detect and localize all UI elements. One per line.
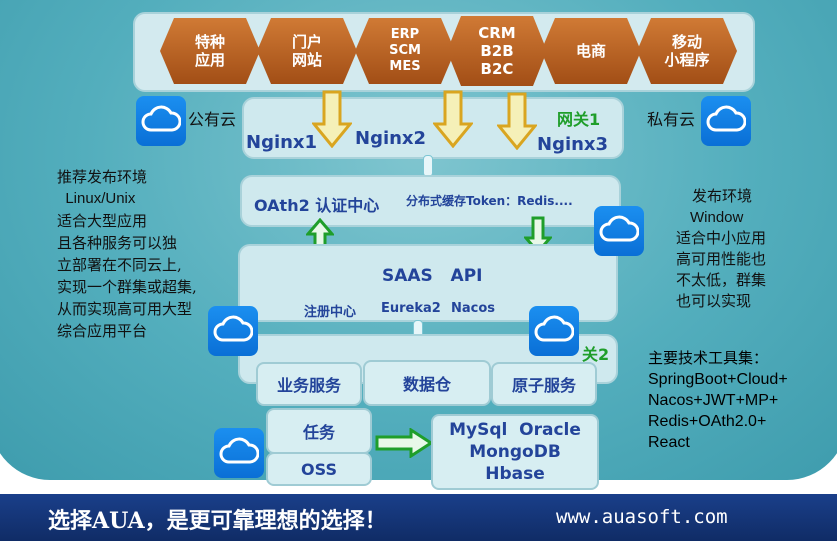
footer-slogan: 选择AUA，是更可靠理想的选择！ — [48, 508, 387, 534]
tech-stack-line: Nacos+JWT+MP+ — [648, 392, 779, 409]
cloud-icon — [214, 428, 264, 478]
db-line2: MongoDB — [469, 442, 561, 462]
cloud-icon — [594, 206, 644, 256]
atomic-service-label: 原子服务 — [511, 376, 576, 395]
private-cloud-label: 私有云 — [647, 110, 696, 129]
right-note-line: Window — [690, 209, 744, 226]
data-warehouse[interactable]: 数据仓 — [363, 360, 491, 406]
left-note-line: 适合大型应用 — [57, 212, 148, 230]
arrow-right-icon — [375, 428, 433, 458]
arrow-down-icon — [433, 90, 473, 148]
left-note-line: 立部署在不同云上, — [57, 256, 182, 274]
tech-stack-line: React — [648, 434, 690, 451]
app-crm-label: CRM B2B B2C — [478, 24, 516, 78]
arrow-down-icon — [497, 92, 537, 150]
app-erp[interactable]: ERP SCM MES — [355, 18, 455, 84]
cloud-icon — [529, 306, 579, 356]
right-note-line: 适合中小应用 — [676, 229, 767, 247]
app-ecommerce-label: 电商 — [575, 42, 606, 60]
oss-service[interactable]: OSS — [266, 452, 372, 486]
business-service[interactable]: 业务服务 — [256, 362, 362, 406]
connector — [423, 155, 433, 177]
gateway1-label: 网关1 — [557, 110, 601, 129]
database-box[interactable]: MySql Oracle MongoDB Hbase — [431, 414, 599, 490]
atomic-service[interactable]: 原子服务 — [491, 362, 597, 406]
left-note-line: 实现一个群集或超集, — [57, 278, 197, 296]
tech-stack-title: 主要技术工具集： — [648, 349, 769, 367]
tech-stack-line: Redis+OAth2.0+ — [648, 413, 767, 430]
app-special[interactable]: 特种 应用 — [160, 18, 260, 84]
db-line1: MySql Oracle — [449, 420, 581, 440]
app-ecommerce[interactable]: 电商 — [541, 18, 641, 84]
data-warehouse-label: 数据仓 — [402, 375, 451, 394]
footer-url[interactable]: www.auasoft.com — [556, 506, 728, 528]
app-portal[interactable]: 门户 网站 — [257, 18, 357, 84]
gateway-panel — [242, 97, 624, 159]
app-mini-program[interactable]: 移动 小程序 — [637, 18, 737, 84]
left-note-line: 从而实现高可用大型 — [57, 300, 193, 318]
left-note-line: 推荐发布环境 — [57, 168, 148, 186]
app-crm[interactable]: CRM B2B B2C — [447, 16, 547, 86]
db-line3: Hbase — [485, 464, 545, 484]
eureka-label: Eureka2 — [381, 301, 441, 316]
app-portal-label: 门户 网站 — [291, 33, 322, 69]
auth-title: OAth2 认证中心 — [254, 196, 380, 215]
cloud-icon — [208, 306, 258, 356]
left-note: 推荐发布环境 Linux/Unix 适合大型应用 且各种服务可以独 立部署在不同… — [57, 166, 197, 342]
app-erp-label: ERP SCM MES — [389, 27, 421, 74]
right-note-line: 不太低，群集 — [676, 271, 767, 289]
nginx2-label: Nginx2 — [355, 128, 427, 149]
left-note-line: Linux/Unix — [57, 190, 136, 207]
arrow-down-icon — [312, 90, 352, 148]
right-note-line: 也可以实现 — [676, 292, 752, 310]
right-note: 发布环境 Window 适合中小应用 高可用性能也 不太低，群集 也可以实现 — [676, 186, 766, 312]
cloud-icon — [136, 96, 186, 146]
saas-title: SAAS API — [382, 266, 483, 286]
footer-bar — [0, 494, 837, 541]
nginx1-label: Nginx1 — [246, 132, 318, 153]
tech-stack-line: SpringBoot+Cloud+ — [648, 371, 788, 388]
auth-cache: 分布式缓存Token：Redis.... — [406, 194, 573, 208]
business-service-label: 业务服务 — [276, 376, 341, 395]
gateway2-label: 关2 — [582, 345, 610, 364]
nacos-label: Nacos — [451, 301, 496, 316]
public-cloud-label: 公有云 — [188, 110, 237, 129]
app-special-label: 特种 应用 — [194, 33, 225, 69]
task-service[interactable]: 任务 — [266, 408, 372, 454]
left-note-line: 综合应用平台 — [57, 322, 148, 340]
auth-panel — [240, 175, 621, 227]
right-note-line: 高可用性能也 — [676, 250, 767, 268]
task-service-label: 任务 — [302, 423, 335, 442]
left-note-line: 且各种服务可以独 — [57, 234, 178, 252]
saas-panel — [238, 244, 618, 322]
registry-label: 注册中心 — [304, 305, 357, 320]
right-note-line: 发布环境 — [692, 187, 753, 205]
app-mini-program-label: 移动 小程序 — [664, 33, 710, 69]
tech-stack: 主要技术工具集： SpringBoot+Cloud+ Nacos+JWT+MP+… — [648, 348, 788, 453]
cloud-icon — [701, 96, 751, 146]
nginx3-label: Nginx3 — [537, 134, 609, 155]
oss-service-label: OSS — [301, 459, 337, 479]
